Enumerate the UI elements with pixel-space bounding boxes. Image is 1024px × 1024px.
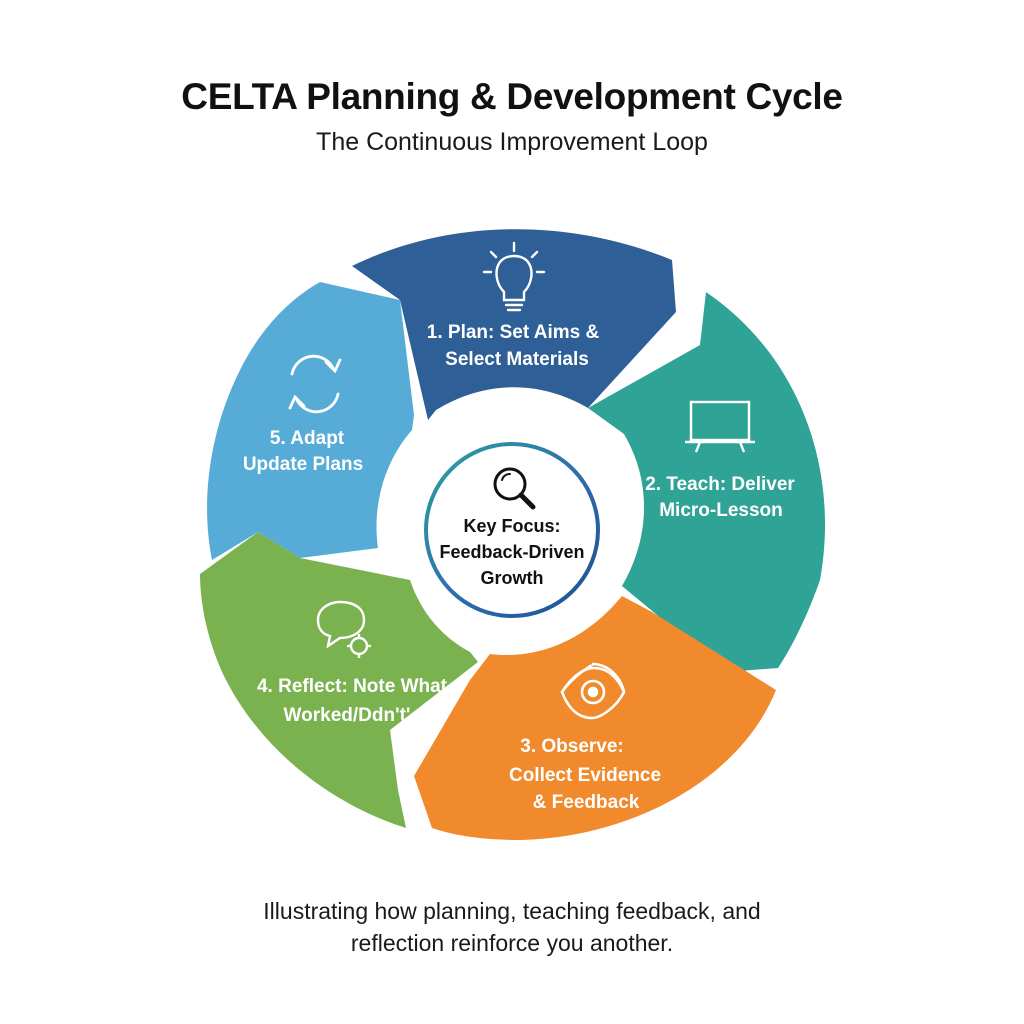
center-label-line1: Key Focus: (463, 516, 560, 536)
step-adapt-label-line1: 5. Adapt (270, 428, 345, 449)
step-observe-label-line2: Collect Evidence (509, 765, 661, 786)
segment-adapt-shape (207, 282, 414, 560)
cycle-step-reflect: 4. Reflect: Note What Worked/Ddn't' (200, 532, 478, 828)
caption-line1: Illustrating how planning, teaching feed… (263, 898, 761, 924)
diagram-title: CELTA Planning & Development Cycle (181, 76, 843, 117)
cycle-step-adapt: 5. Adapt Update Plans (207, 282, 414, 560)
step-teach-label-line2: Micro-Lesson (659, 500, 783, 521)
segment-teach-shape (588, 292, 826, 672)
segment-plan-shape (352, 229, 676, 420)
diagram-subtitle: The Continuous Improvement Loop (316, 128, 708, 156)
center-focus: Key Focus: Feedback-Driven Growth (424, 442, 600, 618)
center-label-line3: Growth (481, 568, 544, 588)
cycle-step-teach: 2. Teach: Deliver Micro-Lesson (588, 292, 826, 672)
lightbulb-icon (482, 241, 546, 312)
center-label-line2: Feedback-Driven (439, 542, 584, 562)
center-ring (424, 442, 600, 618)
refresh-icon (288, 354, 342, 414)
step-observe-label-line1: 3. Observe: (520, 736, 624, 757)
step-teach-label-line1: 2. Teach: Deliver (645, 474, 795, 495)
step-reflect-label-line1: 4. Reflect: Note What (257, 676, 448, 697)
step-adapt-label-line2: Update Plans (243, 454, 363, 475)
step-plan-label-line2: Select Materials (445, 349, 589, 370)
step-reflect-label-line2: Worked/Ddn't' (284, 705, 411, 726)
caption-line2: reflection reinforce you another. (350, 930, 674, 956)
cycle-step-plan: 1. Plan: Set Aims & Select Materials (352, 229, 676, 420)
presentation-screen-icon (685, 400, 755, 453)
cycle-step-observe: 3. Observe: Collect Evidence & Feedback (414, 596, 776, 840)
diagram-caption: Illustrating how planning, teaching feed… (0, 895, 1024, 959)
step-plan-label-line1: 1. Plan: Set Aims & (427, 322, 600, 343)
speech-bubble-gear-icon (316, 600, 371, 658)
magnifier-icon (493, 467, 536, 510)
segment-observe-notch (470, 654, 520, 682)
step-observe-label-line3: & Feedback (533, 792, 640, 813)
segment-reflect-shape (200, 532, 478, 828)
eye-icon (560, 662, 626, 720)
